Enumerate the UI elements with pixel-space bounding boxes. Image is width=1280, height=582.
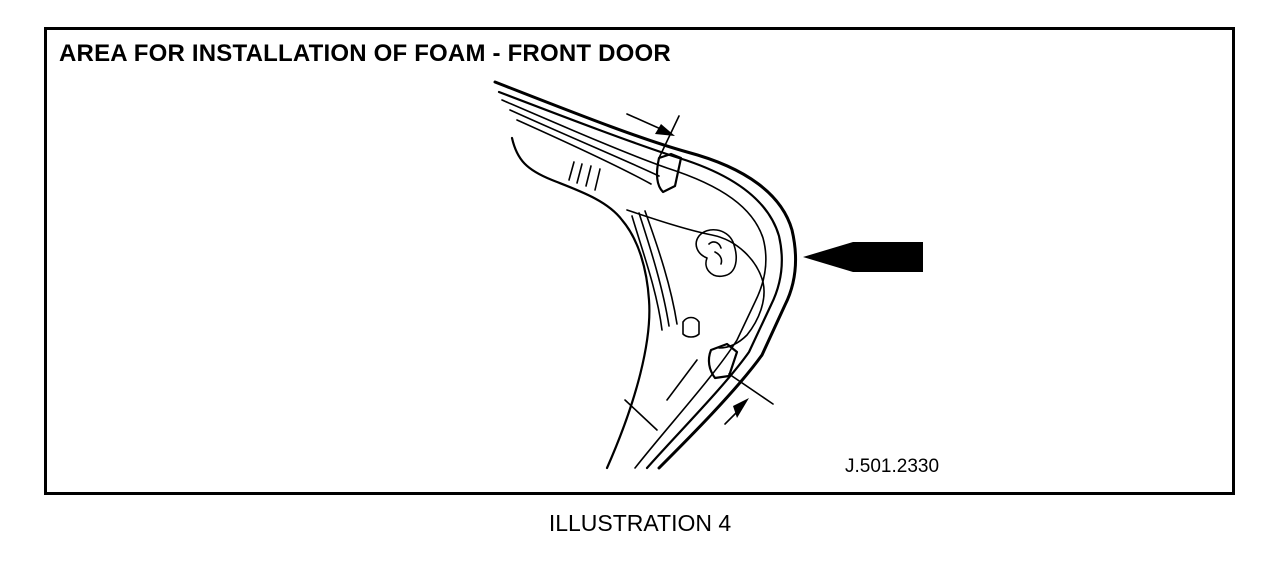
door-lower-leg [624, 359, 698, 431]
drawing-reference-code: J.501.2330 [845, 456, 940, 477]
panel-ribs [568, 161, 601, 191]
door-frame-outer-edge [493, 80, 798, 470]
figure-frame: AREA FOR INSTALLATION OF FOAM - FRONT DO… [44, 27, 1235, 495]
dimension-arrow-bottom [724, 373, 774, 425]
clip-lower [682, 316, 700, 338]
dimension-arrow-top [626, 113, 680, 159]
figure-caption: ILLUSTRATION 4 [548, 510, 732, 536]
foam-pad-top [655, 152, 683, 194]
inner-panel-contour [510, 136, 765, 470]
front-door-frame-drawing [493, 80, 923, 470]
foam-pad-bottom [707, 342, 739, 380]
figure-title: AREA FOR INSTALLATION OF FOAM - FRONT DO… [59, 40, 671, 67]
panel-opening-detail [708, 241, 723, 265]
window-seal-lines [501, 99, 767, 469]
installation-area-arrow [803, 242, 923, 272]
panel-opening [695, 229, 737, 278]
